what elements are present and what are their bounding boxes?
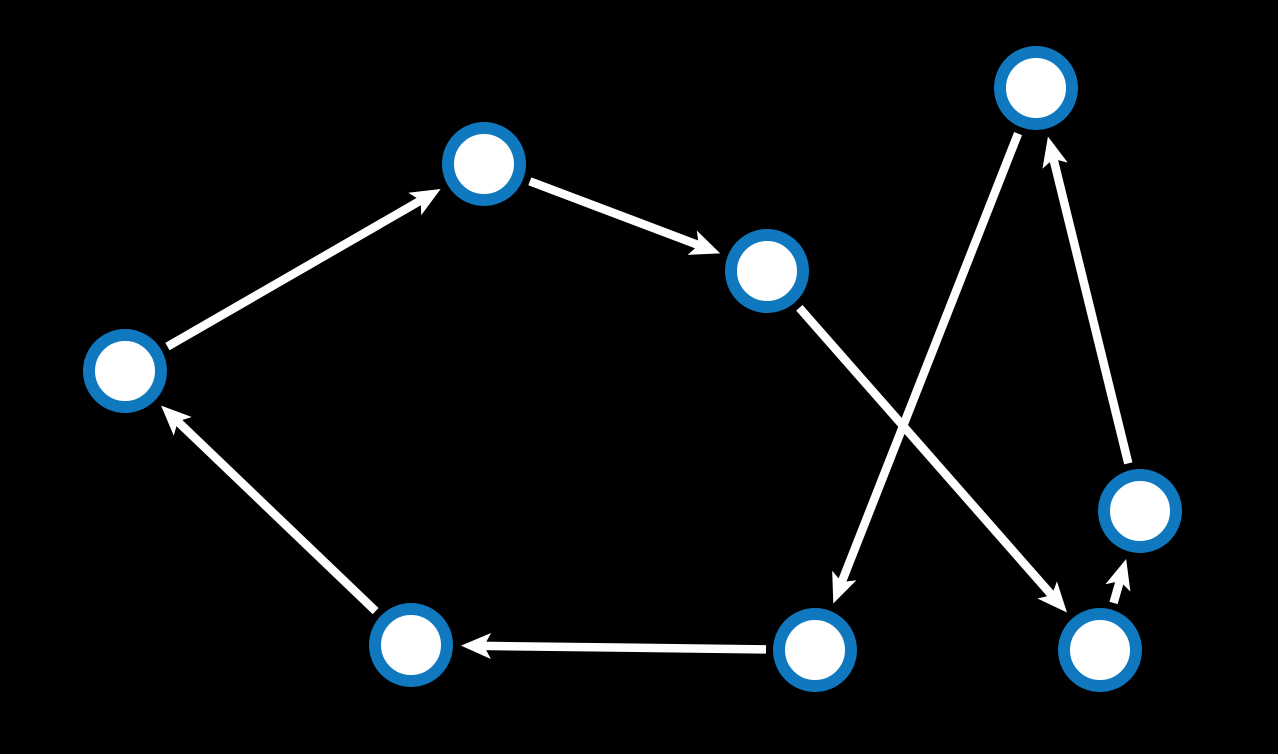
- graph-node-right: [1098, 469, 1182, 553]
- graph-edge-bottom-middle-bottom-left: [460, 632, 767, 659]
- graph-node-bottom-left: [369, 603, 453, 687]
- graph-edge-top-middle-middle: [528, 177, 721, 255]
- edge-shaft: [483, 641, 767, 654]
- arrowhead-icon: [832, 570, 857, 604]
- node-circle: [1098, 469, 1182, 553]
- graph-edge-right-top-right: [1042, 136, 1133, 465]
- node-circle: [994, 46, 1078, 130]
- arrowhead-icon: [460, 632, 492, 659]
- graph-node-left: [83, 329, 167, 413]
- graph-edge-left-top-middle: [165, 188, 441, 351]
- node-circle: [1058, 608, 1142, 692]
- graph-edge-bottom-right-right: [1105, 559, 1131, 605]
- arrowhead-icon: [1037, 581, 1067, 613]
- edge-shaft: [528, 177, 701, 250]
- graph-node-bottom-right: [1058, 608, 1142, 692]
- node-circle: [773, 608, 857, 692]
- graph-node-top-middle: [442, 122, 526, 206]
- arrowhead-icon: [1042, 136, 1068, 169]
- graph-node-middle: [725, 229, 809, 313]
- node-circle: [83, 329, 167, 413]
- graph-edge-top-right-bottom-middle: [832, 132, 1023, 604]
- arrowhead-icon: [687, 230, 721, 255]
- edge-shaft: [837, 132, 1023, 584]
- arrowhead-icon: [408, 188, 441, 216]
- graph-node-bottom-middle: [773, 608, 857, 692]
- node-circle: [442, 122, 526, 206]
- edge-shaft: [174, 418, 379, 615]
- edge-shaft: [1109, 579, 1124, 605]
- node-circle: [725, 229, 809, 313]
- arrowhead-icon: [1105, 559, 1131, 592]
- arrowhead-icon: [161, 405, 192, 436]
- edge-layer: [161, 132, 1133, 659]
- edge-shaft: [1049, 157, 1133, 465]
- graph-node-top-right: [994, 46, 1078, 130]
- graph-edge-middle-bottom-right: [796, 305, 1067, 613]
- edge-shaft: [165, 196, 423, 351]
- node-circle: [369, 603, 453, 687]
- graph-edge-bottom-left-left: [161, 405, 379, 615]
- node-layer: [83, 46, 1182, 692]
- edge-shaft: [796, 305, 1056, 598]
